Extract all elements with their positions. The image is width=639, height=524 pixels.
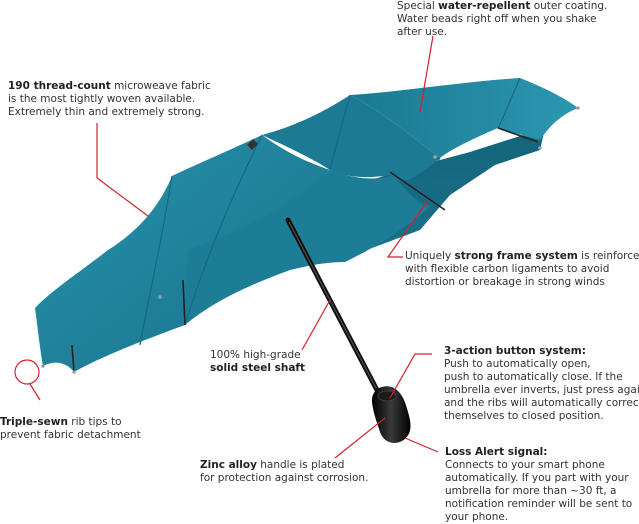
callout-line: Special water-repellent outer coating. (397, 0, 608, 12)
button-system-callout: 3-action button system: Push to automati… (444, 345, 639, 423)
callout-line: for protection against corrosion. (200, 472, 369, 484)
callout-line: push to automatically close. If the (444, 371, 623, 383)
steel-shaft-callout: 100% high-grade solid steel shaft (210, 349, 305, 375)
callout-line: Connects to your smart phone (445, 459, 605, 471)
callout-line: umbrella ever inverts, just press again (444, 384, 639, 396)
canopy-left-panel (35, 135, 330, 372)
callout-line: and the ribs will automatically correct (444, 397, 639, 409)
handle (371, 386, 411, 443)
action-button (377, 390, 397, 402)
zinc-handle-callout: Zinc alloy handle is plated for protecti… (200, 459, 368, 485)
callout-line: after use. (397, 26, 448, 38)
callout-line: Push to automatically open, (444, 358, 591, 370)
callout-line: solid steel shaft (210, 362, 305, 374)
leader-lines (14, 35, 439, 459)
callout-line: prevent fabric detachment (0, 429, 141, 441)
callout-line: 3-action button system: (444, 345, 586, 357)
top-nub (247, 139, 258, 150)
callout-line: umbrella for more than ~30 ft, a (445, 485, 617, 497)
callout-line: Loss Alert signal: (445, 446, 548, 458)
rib-tips-callout: Triple-sewn rib tips to prevent fabric d… (0, 416, 141, 442)
rib-tips (41, 106, 580, 374)
callout-line: Water beads right off when you shake (397, 13, 597, 25)
canopy-front-panel (185, 170, 432, 325)
callout-line: 100% high-grade (210, 349, 301, 361)
water-repellent-callout: Special water-repellent outer coating. W… (397, 0, 607, 39)
callout-line: 190 thread-count microweave fabric (8, 80, 211, 92)
loss-alert-callout: Loss Alert signal: Connects to your smar… (445, 446, 632, 524)
callout-line: Triple-sewn rib tips to (0, 416, 122, 428)
callout-line: themselves to closed position. (444, 410, 604, 422)
frame-system-callout: Uniquely strong frame system is reinforc… (405, 250, 639, 289)
callout-line: Extremely thin and extremely strong. (8, 106, 205, 118)
callout-line: with flexible carbon ligaments to avoid (405, 263, 610, 275)
callout-line: Zinc alloy handle is plated (200, 459, 345, 471)
callout-line: distortion or breakage in strong winds (405, 276, 605, 288)
callout-line: your phone. (445, 511, 509, 523)
rib-tip-highlight (14, 359, 40, 385)
callout-line: notification reminder will be sent to (445, 498, 633, 510)
canopy-mid-panel (262, 95, 440, 182)
callout-line: is the most tightly woven available. (8, 93, 196, 105)
callout-line: automatically. If you part with your (445, 472, 629, 484)
canopy-ribs (71, 127, 539, 373)
canopy-right-panel (350, 78, 578, 158)
fabric-callout: 190 thread-count microweave fabric is th… (8, 80, 211, 119)
callout-line: Uniquely strong frame system is reinforc… (405, 250, 639, 262)
